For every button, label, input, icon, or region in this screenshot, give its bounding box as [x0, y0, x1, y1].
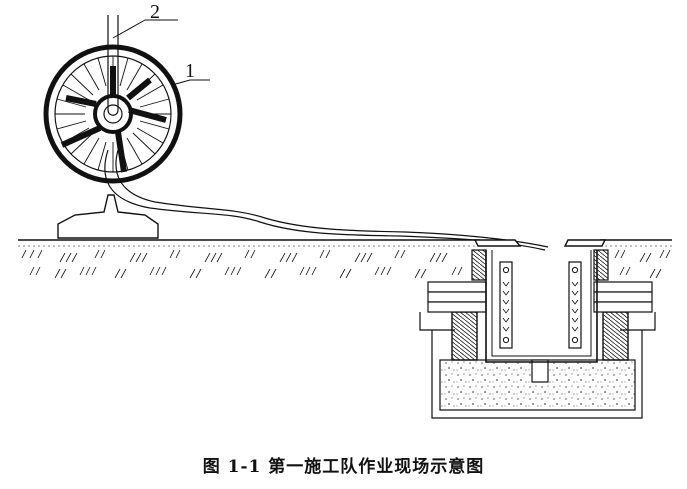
figure-caption: 图 1-1 第一施工队作业现场示意图: [202, 457, 485, 477]
label-cable: 2: [150, 1, 160, 23]
label-leaders: [112, 19, 210, 86]
reel-stand: [57, 194, 159, 239]
ground-surface: [18, 239, 672, 279]
label-reel: 1: [185, 60, 195, 82]
cable-pit-icon: [419, 239, 656, 419]
cable-line: [104, 15, 549, 251]
